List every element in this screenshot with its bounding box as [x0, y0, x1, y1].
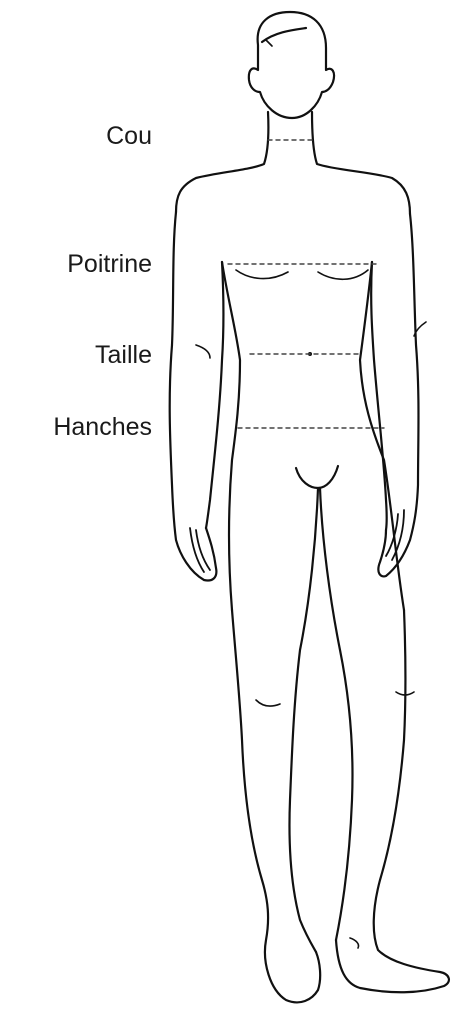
left-elbow-line: [196, 345, 210, 358]
left-leg-inner: [289, 488, 318, 952]
hair-detail: [262, 28, 306, 42]
right-leg-inner: [320, 488, 353, 940]
left-leg-outer: [232, 610, 320, 1002]
label-cou: Cou: [106, 121, 152, 151]
label-hanches: Hanches: [53, 412, 152, 442]
torso-left: [222, 262, 240, 610]
left-arm-outer: [170, 212, 217, 581]
right-arm-outer: [378, 214, 418, 576]
crotch: [296, 466, 338, 488]
head-outline: [249, 12, 334, 118]
right-arm-inner: [371, 262, 387, 530]
label-taille: Taille: [95, 340, 152, 370]
left-knee-line: [256, 700, 280, 706]
chest-right: [318, 270, 368, 279]
right-ankle-detail: [350, 938, 359, 948]
hair-detail-2: [266, 40, 272, 46]
chest-left: [236, 270, 288, 279]
measurement-lines: [228, 140, 384, 428]
neck-outline-right: [312, 112, 410, 214]
left-arm-inner: [206, 262, 224, 528]
neck-outline: [176, 112, 268, 212]
label-poitrine: Poitrine: [67, 249, 152, 279]
